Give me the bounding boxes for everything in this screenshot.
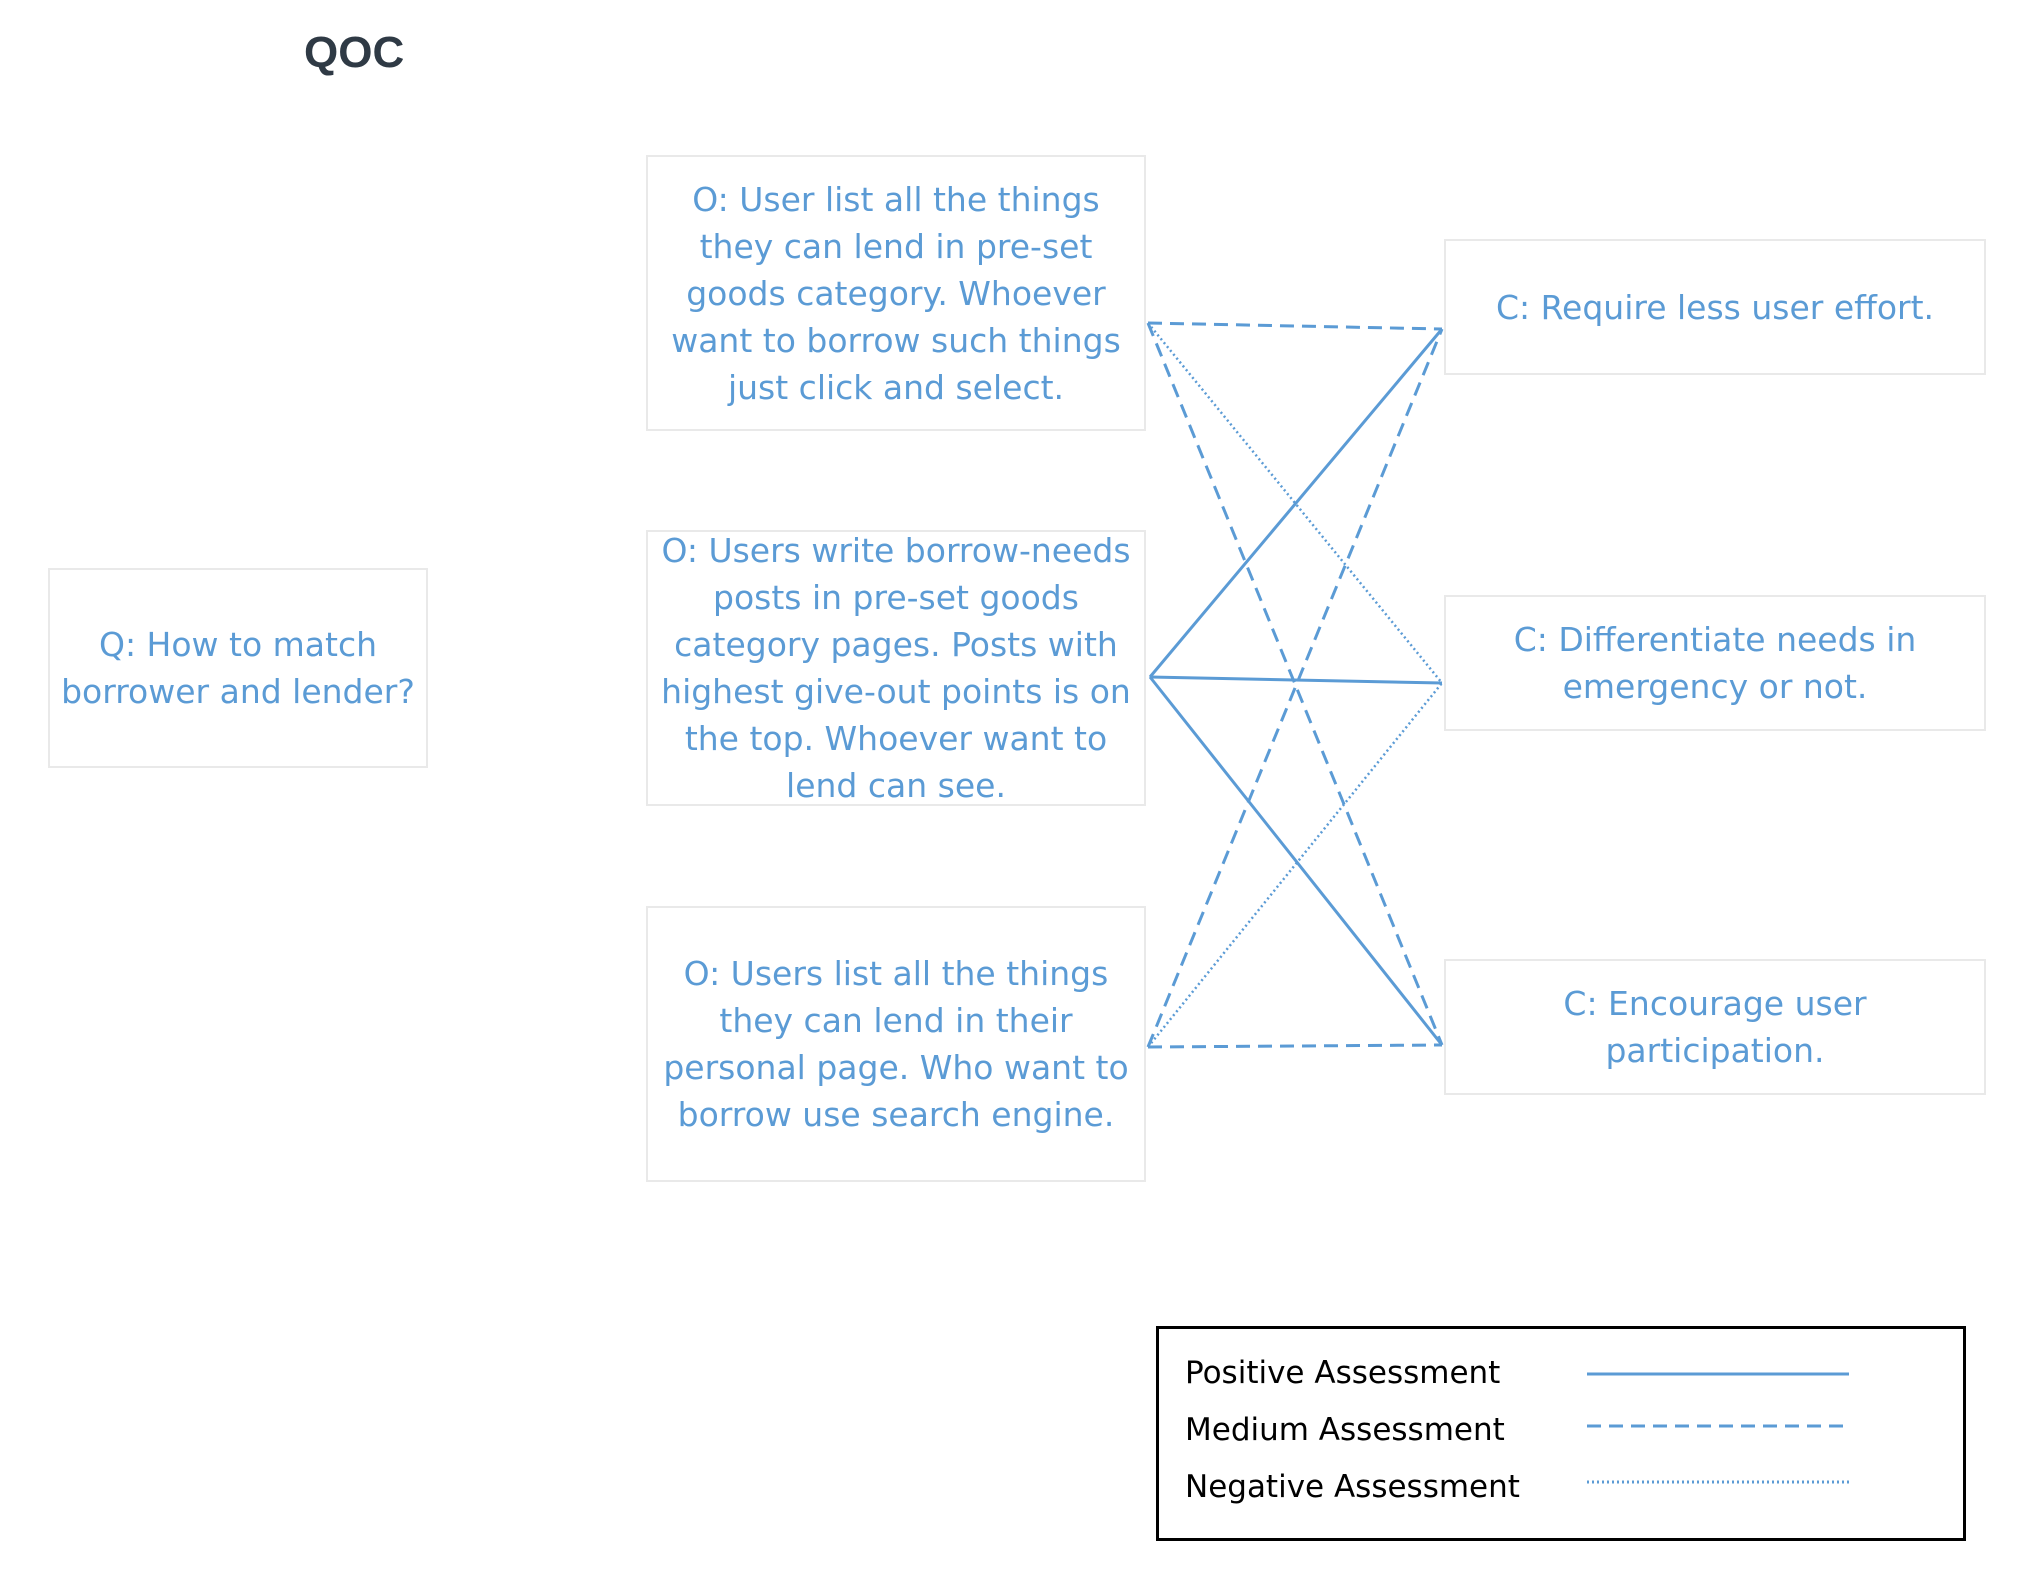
option-box-2: O: Users write borrow-needs posts in pre… [646, 530, 1146, 806]
option-box-3: O: Users list all the things they can le… [646, 906, 1146, 1182]
connector-o3-c2-negative [1147, 682, 1443, 1048]
connector-o3-c1-medium [1146, 328, 1444, 1048]
connector-o2-c3-positive [1148, 676, 1444, 1046]
option-box-1: O: User list all the things they can len… [646, 155, 1146, 431]
legend-label-negative: Negative Assessment [1185, 1469, 1520, 1505]
connector-o2-c1-positive [1148, 328, 1444, 678]
connector-o1-c1-medium [1147, 321, 1443, 331]
legend-label-positive: Positive Assessment [1185, 1355, 1501, 1391]
criterion-text-1: C: Require less user effort. [1495, 287, 1935, 327]
criterion-box-1: C: Require less user effort. [1444, 239, 1986, 375]
criterion-text-3: C: Encourage user participation. [1563, 984, 1867, 1070]
option-text-2: O: Users write borrow-needs posts in pre… [661, 531, 1131, 805]
legend: Positive Assessment Medium Assessment Ne… [1156, 1326, 1966, 1541]
option-text-3: O: Users list all the things they can le… [663, 954, 1129, 1134]
criterion-box-3: C: Encourage user participation. [1444, 959, 1986, 1095]
criterion-box-2: C: Differentiate needs in emergency or n… [1444, 595, 1986, 731]
legend-label-medium: Medium Assessment [1185, 1412, 1505, 1448]
legend-swatches [1587, 1372, 1849, 1484]
connector-o3-c3-medium [1147, 1043, 1443, 1049]
question-text: Q: How to match borrower and lender? [61, 625, 415, 711]
option-text-1: O: User list all the things they can len… [671, 179, 1121, 407]
connector-o2-c2-positive [1149, 675, 1443, 685]
question-box: Q: How to match borrower and lender? [48, 568, 428, 768]
criterion-text-2: C: Differentiate needs in emergency or n… [1513, 620, 1917, 706]
diagram-title: QOC [304, 28, 405, 77]
connector-o1-c3-medium [1146, 322, 1444, 1046]
